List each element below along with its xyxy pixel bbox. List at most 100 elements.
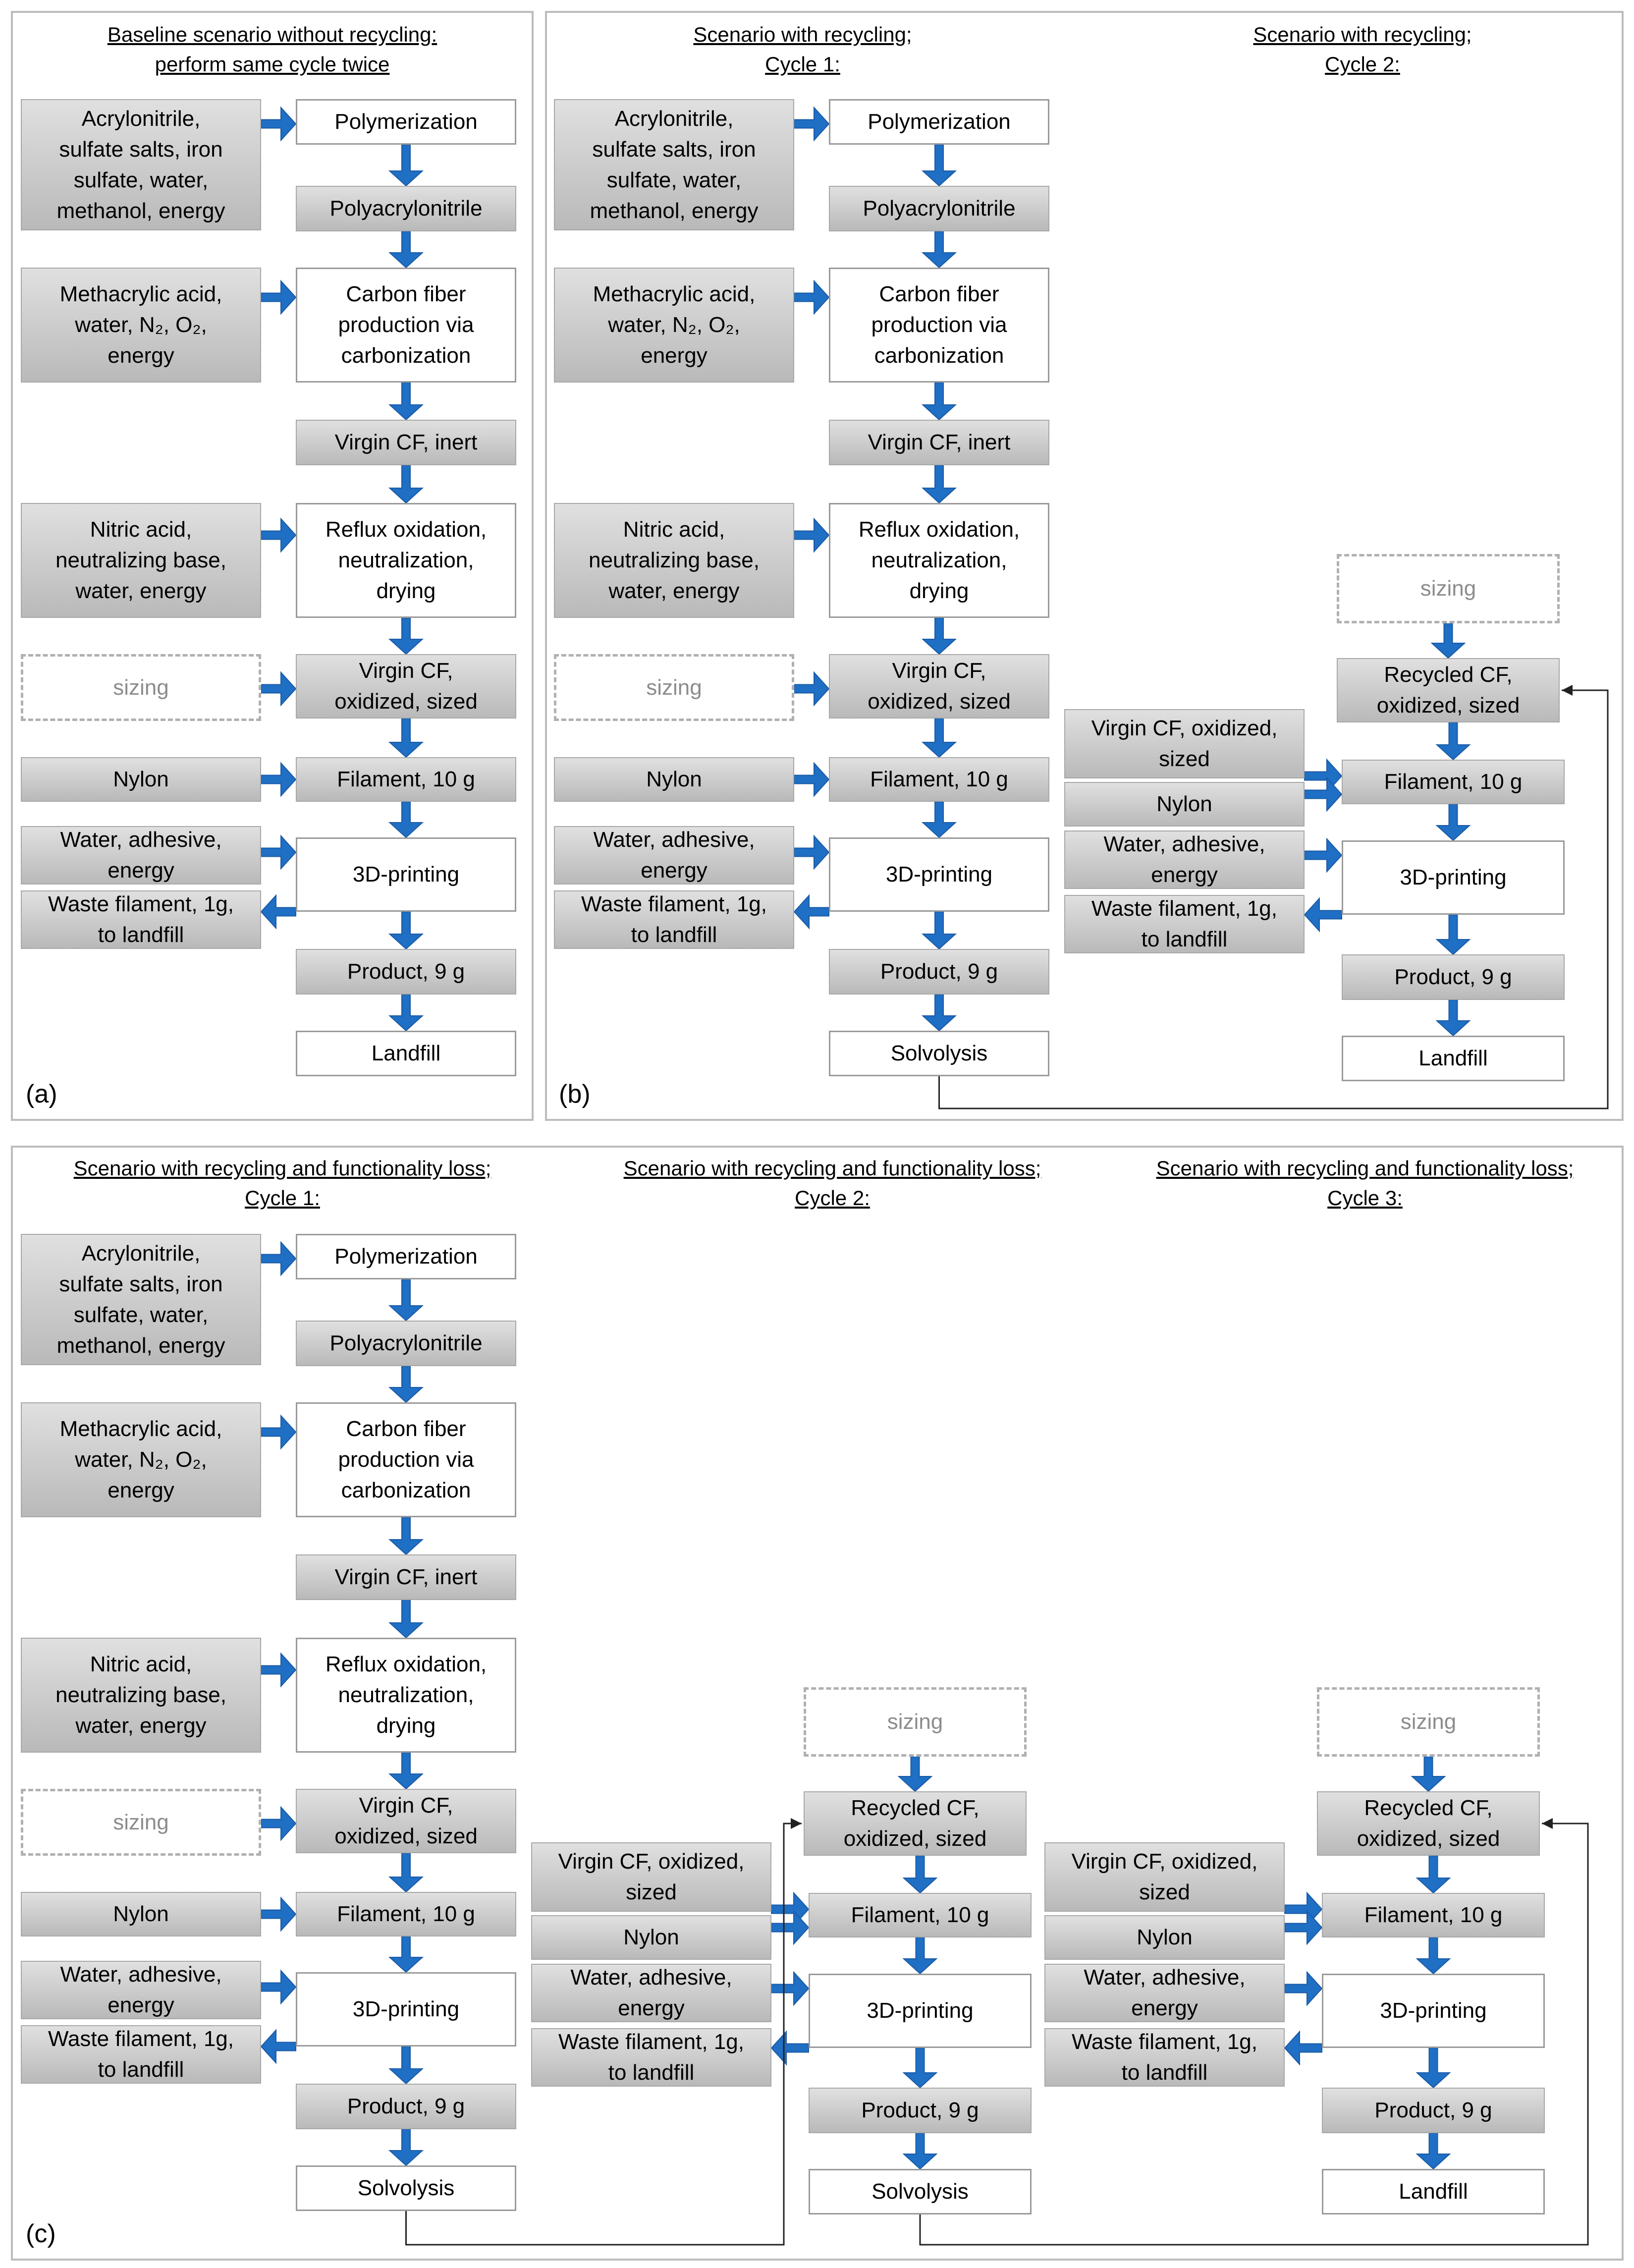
panel-c-cycle1-title: Scenario with recycling and functionalit… [20, 1154, 545, 1213]
c2-arrow-print [902, 2047, 938, 2089]
b2-sizing: sizing [1337, 554, 1560, 623]
a-water-adhesive: Water, adhesive, energy [21, 826, 261, 885]
panel-a-title: Baseline scenario without recycling: per… [11, 20, 534, 79]
a-arrow-inert [388, 465, 424, 504]
c-feedback-loop-1-head [791, 1818, 802, 1829]
panel-c-frame [11, 1146, 1624, 2261]
c1-polymerization: Polymerization [296, 1234, 516, 1279]
b1-arrow-prod [921, 994, 957, 1032]
c1-waste: Waste filament, 1g, to landfill [21, 2025, 261, 2084]
b1-virgin-sized: Virgin CF, oxidized, sized [829, 654, 1049, 719]
panel-c-cycle3-title-line1: Scenario with recycling and functionalit… [1156, 1157, 1574, 1180]
panel-c-cycle2-title-line2: Cycle 2: [795, 1186, 870, 1210]
c3-sizing: sizing [1317, 1687, 1540, 1757]
c1-arrow-carb [388, 1517, 424, 1555]
c2-water-adhesive: Water, adhesive, energy [531, 1964, 771, 2022]
b1-arrow-fil [921, 801, 957, 838]
b2-water-adhesive: Water, adhesive, energy [1064, 830, 1305, 889]
a-inputs-cf: Methacrylic acid, water, N₂, O₂, energy [21, 268, 261, 383]
b-feedback-loop [938, 689, 1609, 1109]
a-printing: 3D-printing [296, 837, 516, 912]
b2-nylon: Nylon [1064, 782, 1305, 827]
c2-arrow-sizing [897, 1756, 933, 1792]
c2-arrow-prod [902, 2133, 938, 2170]
c1-arrow-pan [388, 1366, 424, 1403]
a-landfill: Landfill [296, 1031, 516, 1076]
b1-carbonization: Carbon fiber production via carbonizatio… [829, 268, 1049, 383]
c1-arrow-ox [388, 1752, 424, 1790]
a-virgin-sized: Virgin CF, oxidized, sized [296, 654, 516, 719]
b2-arrow-print [1435, 914, 1471, 955]
b1-inputs-pan: Acrylonitrile, sulfate salts, iron sulfa… [554, 99, 794, 230]
panel-c-cycle3-title-line2: Cycle 3: [1327, 1186, 1403, 1210]
c1-inputs-cf: Methacrylic acid, water, N₂, O₂, energy [21, 1402, 261, 1517]
c1-arrow-fil [388, 1936, 424, 1973]
c2-arrow-rec [902, 1855, 938, 1894]
c2-recycled-sized: Recycled CF, oxidized, sized [804, 1791, 1027, 1856]
c1-arrow-in-cf [261, 1414, 297, 1450]
b2-filament: Filament, 10 g [1342, 760, 1565, 804]
b1-printing: 3D-printing [829, 837, 1049, 912]
b1-arrow-in-cf [794, 279, 830, 315]
c1-virgin-sized: Virgin CF, oxidized, sized [296, 1789, 516, 1853]
b1-arrow-sized [921, 718, 957, 758]
b1-inputs-cf: Methacrylic acid, water, N₂, O₂, energy [554, 268, 794, 383]
b1-arrow-in-water [794, 834, 830, 870]
c2-filament: Filament, 10 g [809, 1893, 1032, 1937]
c2-arrow-in-virgin [771, 1891, 810, 1927]
b2-product: Product, 9 g [1342, 954, 1565, 1000]
panel-c-cycle3-title: Scenario with recycling and functionalit… [1102, 1154, 1628, 1213]
a-arrow-in-water [261, 834, 297, 870]
b2-virgin-input: Virgin CF, oxidized, sized [1064, 709, 1305, 778]
b1-arrow-print [921, 911, 957, 950]
b2-printing: 3D-printing [1342, 840, 1565, 915]
b1-arrow-in-ox [794, 517, 830, 553]
panel-b-frame [545, 11, 1624, 1121]
panel-a-frame [11, 11, 534, 1121]
b2-arrow-in-virgin [1304, 758, 1343, 794]
c3-arrow-sizing [1411, 1756, 1446, 1792]
b2-waste: Waste filament, 1g, to landfill [1064, 895, 1305, 953]
c1-polyacrylonitrile: Polyacrylonitrile [296, 1321, 516, 1366]
a-nylon: Nylon [21, 757, 261, 802]
panel-c-label: (c) [26, 2219, 56, 2248]
c3-nylon: Nylon [1044, 1915, 1285, 1960]
panel-b-label: (b) [559, 1080, 591, 1108]
b1-arrow-pan [921, 231, 957, 269]
panel-b-cycle2-title-line1: Scenario with recycling; [1253, 23, 1472, 46]
c2-virgin-input: Virgin CF, oxidized, sized [531, 1842, 771, 1912]
b1-solvolysis: Solvolysis [829, 1031, 1049, 1076]
c1-arrow-sized [388, 1853, 424, 1893]
a-arrow-print [388, 911, 424, 950]
b1-virgin-inert: Virgin CF, inert [829, 420, 1049, 465]
a-virgin-inert: Virgin CF, inert [296, 420, 516, 465]
a-waste: Waste filament, 1g, to landfill [21, 890, 261, 949]
b1-inputs-ox: Nitric acid, neutralizing base, water, e… [554, 503, 794, 618]
c1-inputs-pan: Acrylonitrile, sulfate salts, iron sulfa… [21, 1234, 261, 1365]
b2-landfill: Landfill [1342, 1036, 1565, 1081]
panel-a-label: (a) [26, 1080, 57, 1108]
c2-waste: Waste filament, 1g, to landfill [531, 2028, 771, 2087]
b1-waste: Waste filament, 1g, to landfill [554, 890, 794, 949]
c1-arrow-in-sizing [261, 1806, 297, 1841]
c-feedback-loop-1 [405, 1823, 802, 2246]
a-polymerization: Polymerization [296, 99, 516, 145]
c3-water-adhesive: Water, adhesive, energy [1044, 1964, 1285, 2022]
c1-sizing: sizing [21, 1789, 261, 1856]
c3-recycled-sized: Recycled CF, oxidized, sized [1317, 1791, 1540, 1856]
b2-arrow-in-water [1304, 837, 1343, 873]
c1-arrow-in-water [261, 1969, 297, 2005]
b1-product: Product, 9 g [829, 949, 1049, 995]
c2-arrow-in-nylon [771, 1910, 810, 1945]
b2-recycled-sized: Recycled CF, oxidized, sized [1337, 658, 1560, 722]
c1-water-adhesive: Water, adhesive, energy [21, 1961, 261, 2019]
c1-carbonization: Carbon fiber production via carbonizatio… [296, 1402, 516, 1517]
c1-arrow-out-waste [260, 2029, 296, 2064]
panel-a-title-line1: Baseline scenario without recycling: [107, 23, 437, 46]
b1-arrow-poly [921, 144, 957, 187]
c1-arrow-prod [388, 2129, 424, 2166]
c2-arrow-fil [902, 1937, 938, 1975]
c1-arrow-in-ox [261, 1652, 297, 1688]
panel-c-cycle2-title-line1: Scenario with recycling and functionalit… [623, 1157, 1041, 1180]
